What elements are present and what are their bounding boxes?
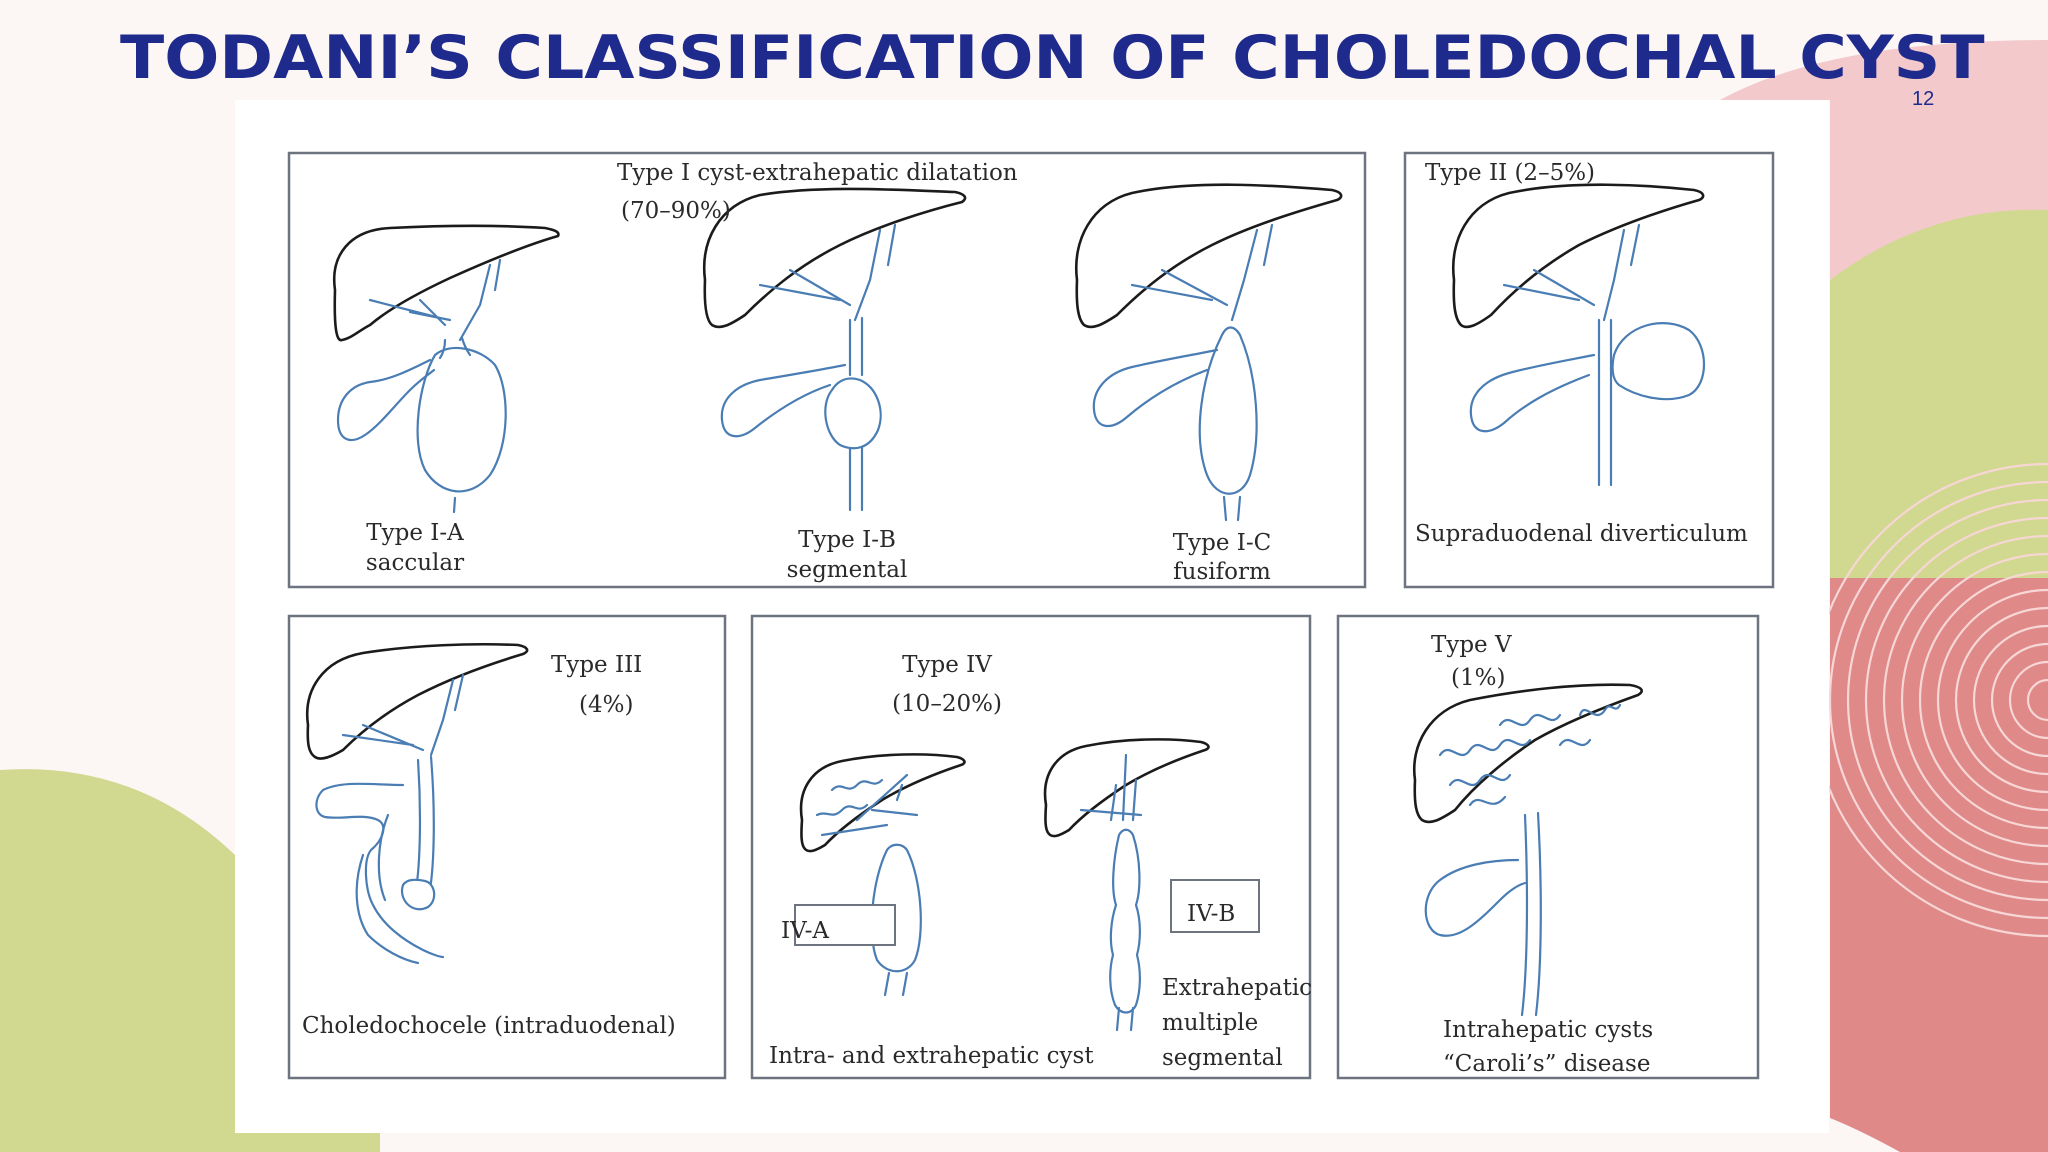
type-1b-name: Type I-B — [798, 527, 896, 553]
type-4b-tag: IV-B — [1187, 901, 1235, 927]
type-4b-desc-line-1: Extrahepatic — [1162, 975, 1312, 1001]
type-5-heading: Type V — [1431, 632, 1512, 658]
drawing-type-1b — [702, 187, 967, 512]
panel-type-4 — [750, 614, 1312, 1080]
rose-block — [1830, 578, 2048, 1152]
panel-type-2 — [1403, 151, 1775, 589]
type-4b-desc-line-3: segmental — [1162, 1045, 1283, 1071]
panel-type-5 — [1336, 614, 1760, 1080]
drawing-type-2 — [1451, 183, 1706, 487]
page-number: 12 — [1912, 88, 1935, 110]
type-3-percent: (4%) — [579, 692, 633, 718]
type-1-heading: Type I cyst-extrahepatic dilatation — [617, 160, 1018, 186]
panel-type-1 — [287, 151, 1367, 589]
type-5-desc-line-1: Intrahepatic cysts — [1443, 1017, 1653, 1043]
type-4a-tag: IV-A — [781, 918, 829, 944]
type-2-heading: Type II (2–5%) — [1425, 160, 1595, 186]
type-5-desc-line-2: “Caroli’s” disease — [1443, 1051, 1650, 1077]
type-1c-name: Type I-C — [1173, 530, 1271, 556]
type-4b-desc-line-2: multiple — [1162, 1010, 1258, 1036]
drawing-type-1a — [332, 224, 560, 514]
drawing-type-4b — [1043, 738, 1260, 1032]
type-5-percent: (1%) — [1451, 665, 1505, 691]
type-3-desc: Choledochocele (intraduodenal) — [302, 1013, 676, 1039]
panel-type-3 — [287, 614, 727, 1080]
todani-classification-figure: Type I cyst-extrahepatic dilatation (70–… — [235, 100, 1829, 1133]
type-2-desc: Supraduodenal diverticulum — [1415, 521, 1748, 547]
type-1c-desc: fusiform — [1173, 559, 1271, 585]
green-blob-left — [0, 769, 240, 1152]
slide-title: TODANI’S CLASSIFICATION OF CHOLEDOCHAL C… — [120, 23, 1985, 93]
green-blob-right — [1830, 209, 2048, 580]
drawing-type-4a — [794, 753, 966, 997]
type-4-heading: Type IV — [902, 652, 992, 678]
tag-iv-b-frame — [1170, 879, 1260, 933]
drawing-type-1c — [1074, 183, 1343, 522]
type-3-heading: Type III — [551, 652, 642, 678]
type-1b-desc: segmental — [787, 557, 908, 583]
drawing-type-5 — [1412, 683, 1643, 1017]
type-4-percent: (10–20%) — [892, 691, 1002, 717]
type-1-percent: (70–90%) — [621, 198, 731, 224]
type-4a-desc: Intra- and extrahepatic cyst — [769, 1043, 1094, 1069]
type-1a-name: Type I-A — [366, 520, 464, 546]
tag-iv-a-frame — [794, 904, 896, 946]
classification-diagram: Type I cyst-extrahepatic dilatation (70–… — [287, 151, 1775, 1080]
type-1a-desc: saccular — [366, 550, 464, 576]
green-strip-bottom — [235, 1132, 380, 1152]
drawing-type-3 — [305, 642, 529, 965]
